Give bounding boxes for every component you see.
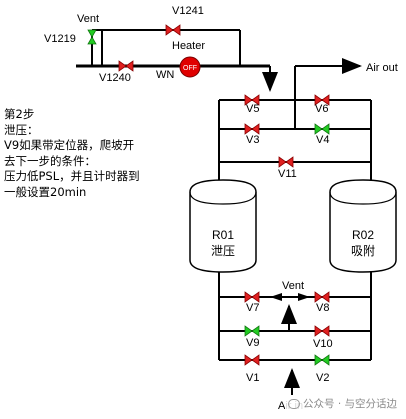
v1241-label: V1241	[172, 5, 204, 17]
heater-status-indicator[interactable]: OFF	[179, 56, 201, 78]
v2-label: V2	[316, 372, 329, 384]
v1219-label: V1219	[44, 33, 76, 45]
note-line: 第2步	[4, 107, 35, 121]
vent-arrows	[270, 293, 310, 301]
watermark: 公众号 · 与空分话边	[284, 395, 400, 412]
upper-manifold-pipes	[218, 58, 372, 190]
v7-label: V7	[246, 302, 259, 314]
vent-bottom-label: Vent	[282, 280, 304, 292]
vessel-r02-state: 吸附	[351, 244, 375, 258]
vessel-r01[interactable]: R01 泄压	[189, 179, 257, 273]
valve-v10[interactable]	[314, 325, 330, 337]
note-line: 泄压：	[4, 122, 39, 137]
valve-v1[interactable]	[244, 354, 260, 366]
valve-v1240[interactable]	[118, 60, 134, 72]
note-line: 一般设置20min	[4, 184, 87, 199]
valve-v1241[interactable]	[165, 24, 181, 36]
valve-v3[interactable]	[244, 123, 260, 135]
valve-v2[interactable]	[314, 354, 330, 366]
valve-v9[interactable]	[244, 325, 260, 337]
wn-label: WN	[156, 69, 174, 81]
note-line: V9如果带定位器，爬坡开	[4, 138, 135, 153]
vessel-r02-name: R02	[352, 228, 374, 242]
note-line: 压力低PSL，并且计时器到	[4, 169, 140, 184]
valve-v5[interactable]	[244, 94, 260, 106]
v4-label: V4	[316, 134, 329, 146]
valve-v7[interactable]	[244, 291, 260, 303]
v9-label: V9	[246, 337, 259, 349]
v5-label: V5	[246, 103, 259, 115]
v10-label: V10	[313, 338, 333, 350]
step-description: 第2步 泄压： V9如果带定位器，爬坡开 去下一步的条件： 压力低PSL，并且计…	[4, 107, 174, 201]
wechat-icon	[287, 398, 300, 409]
note-line: 去下一步的条件：	[4, 153, 96, 168]
vessel-r02[interactable]: R02 吸附	[329, 179, 397, 273]
v11-label: V11	[278, 168, 297, 180]
heater-status-text: OFF	[183, 65, 197, 72]
valve-v8[interactable]	[314, 291, 330, 303]
air-out-label: Air out	[366, 62, 398, 74]
vent-top-label: Vent	[77, 13, 99, 25]
valve-v4[interactable]	[314, 123, 330, 135]
vessel-r01-state: 泄压	[211, 244, 235, 258]
heater-label: Heater	[172, 40, 205, 52]
v1-label: V1	[246, 372, 259, 384]
v3-label: V3	[246, 134, 259, 146]
v1240-label: V1240	[99, 72, 131, 84]
valve-v6[interactable]	[314, 94, 330, 106]
vessel-r01-name: R01	[212, 228, 234, 242]
lower-manifold-pipes	[218, 270, 372, 395]
valve-v11[interactable]	[278, 156, 294, 168]
v8-label: V8	[316, 302, 329, 314]
valve-v1219[interactable]	[87, 29, 97, 45]
watermark-text: 公众号 · 与空分话边	[302, 398, 397, 410]
v6-label: V6	[315, 103, 328, 115]
